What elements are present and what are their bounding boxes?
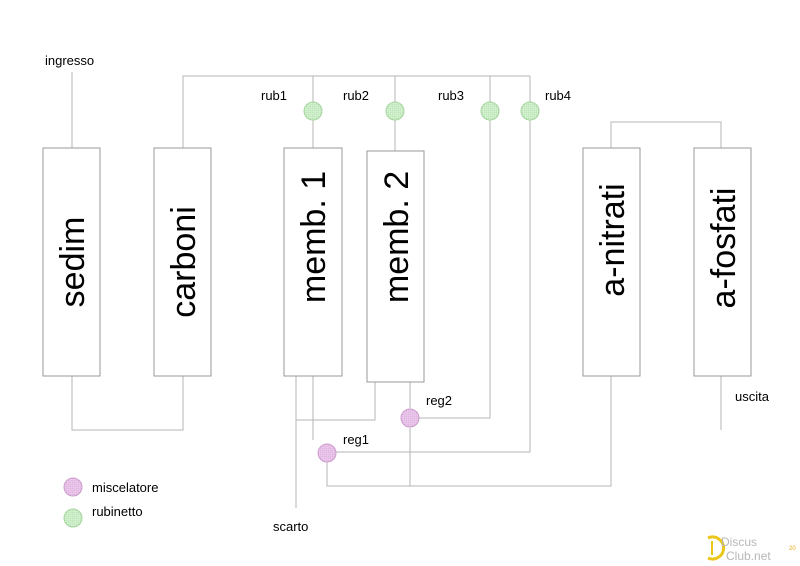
pipe-branch-rub4 (327, 76, 531, 453)
valve-reg2[interactable] (400, 408, 420, 428)
unit-memb2: memb. 2 (366, 150, 425, 383)
pipe-branch-rub3 (410, 76, 491, 419)
pipe-nitrati-fosfati (610, 121, 722, 148)
label-scarto: scarto (273, 519, 308, 534)
legend: miscelatore rubinetto (63, 477, 158, 528)
unit-afosfati-label: a-fosfati (705, 188, 743, 309)
label-uscita: uscita (735, 389, 770, 404)
unit-carboni: carboni (153, 147, 212, 377)
unit-memb1: memb. 1 (283, 147, 343, 377)
valve-rub1[interactable] (303, 101, 323, 121)
unit-afosfati: a-fosfati (693, 147, 752, 377)
unit-sedim: sedim (42, 147, 101, 377)
label-rub1: rub1 (261, 88, 287, 103)
unit-carboni-label: carboni (165, 206, 203, 318)
legend-mixer-label: miscelatore (92, 480, 158, 495)
label-rub4: rub4 (545, 88, 571, 103)
valve-rub2[interactable] (385, 101, 405, 121)
logo-line2: Club.net (726, 549, 771, 563)
label-rub3: rub3 (438, 88, 464, 103)
logo-badge: 20 (789, 546, 796, 552)
logo-mark-icon (707, 535, 726, 561)
label-ingresso: ingresso (45, 53, 94, 68)
pipe-memb2-memb1 (296, 382, 376, 421)
discusclub-logo: Discus Club.net 20 (707, 535, 796, 563)
pipe-top-manifold (182, 75, 530, 148)
unit-anitrati: a-nitrati (582, 147, 641, 377)
valve-rub4[interactable] (520, 101, 540, 121)
label-reg1: reg1 (343, 432, 369, 447)
pipes (71, 72, 722, 508)
unit-memb2-label: memb. 2 (378, 171, 416, 303)
unit-sedim-label: sedim (54, 217, 92, 308)
unit-memb1-label: memb. 1 (295, 171, 333, 303)
pipe-sedim-carboni (71, 376, 184, 431)
pipe-to-anitrati (326, 376, 612, 487)
valve-rub3[interactable] (480, 101, 500, 121)
legend-tap-label: rubinetto (92, 504, 143, 519)
label-rub2: rub2 (343, 88, 369, 103)
unit-anitrati-label: a-nitrati (594, 183, 632, 296)
valve-reg1[interactable] (317, 443, 337, 463)
logo-line1: Discus (721, 535, 757, 549)
label-reg2: reg2 (426, 393, 452, 408)
